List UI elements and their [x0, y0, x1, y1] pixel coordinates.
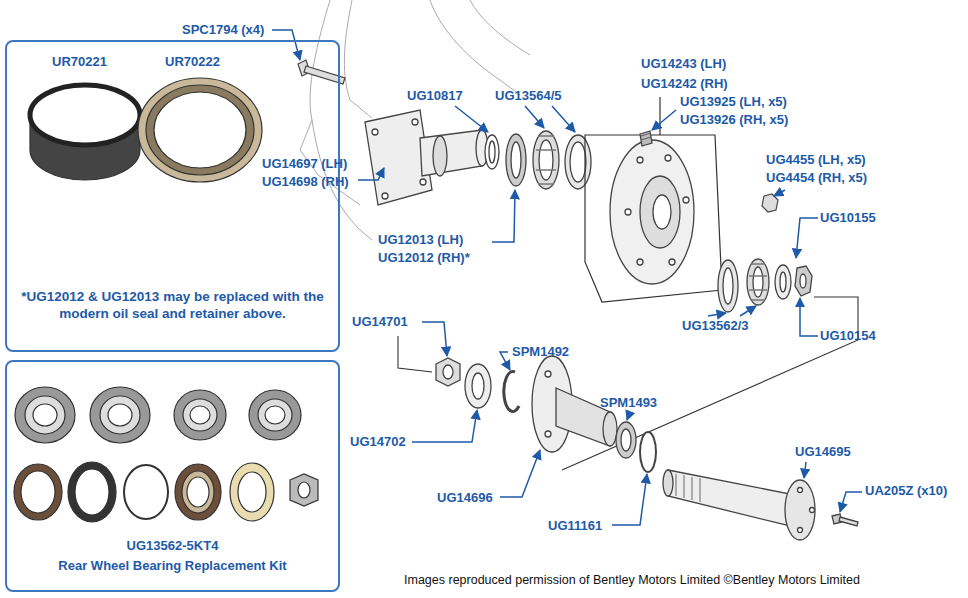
callout-number: UG14243 (LH)	[641, 56, 726, 72]
callout-number: UG10817	[407, 88, 463, 104]
callout-number: UG10155	[820, 210, 876, 226]
callout-number: UG12012 (RH)*	[378, 250, 470, 266]
callout-number: SPM1492	[512, 344, 569, 360]
callout-number: SPC1794 (x4)	[182, 22, 264, 38]
callout-number: UG14695	[795, 444, 851, 460]
callout-number: UG14697 (LH)	[262, 156, 347, 172]
callout-number: UG14702	[350, 434, 406, 450]
callout-number: UG14698 (RH)	[262, 174, 349, 190]
callout-number: UG13562/3	[682, 318, 749, 334]
inset-panel: UR70221 UR70222 *UG12012 & UG12013 may be …	[5, 40, 340, 352]
callout-number: UG11161	[548, 518, 602, 534]
callout-number: UG14242 (RH)	[641, 76, 728, 92]
callout-number: UG4455 (LH, x5)	[766, 152, 866, 168]
callout-number: UG13925 (LH, x5)	[680, 94, 787, 110]
part-number: UG13562-5KT4	[127, 538, 219, 554]
inset-panel: UG13562-5KT4Rear Wheel Bearing Replaceme…	[5, 360, 340, 592]
part-number: UR70222	[165, 54, 220, 70]
part-number: UR70221	[52, 54, 107, 70]
callout-number: UG13564/5	[495, 88, 562, 104]
copyright-note: Images reproduced permission of Bentley …	[404, 572, 860, 588]
callout-number: UG14696	[437, 490, 493, 506]
callout-number: UG10154	[820, 328, 876, 344]
callout-number: UG14701	[352, 314, 408, 330]
note-text: *UG12012 & UG12013 may be replaced with …	[17, 288, 328, 322]
callout-number: UA205Z (x10)	[865, 483, 947, 499]
callout-number: UG12013 (LH)	[378, 232, 463, 248]
part-number: Rear Wheel Bearing Replacement Kit	[58, 558, 286, 574]
callout-number: UG4454 (RH, x5)	[766, 170, 867, 186]
callout-number: SPM1493	[600, 395, 657, 411]
callout-number: UG13926 (RH, x5)	[680, 112, 788, 128]
